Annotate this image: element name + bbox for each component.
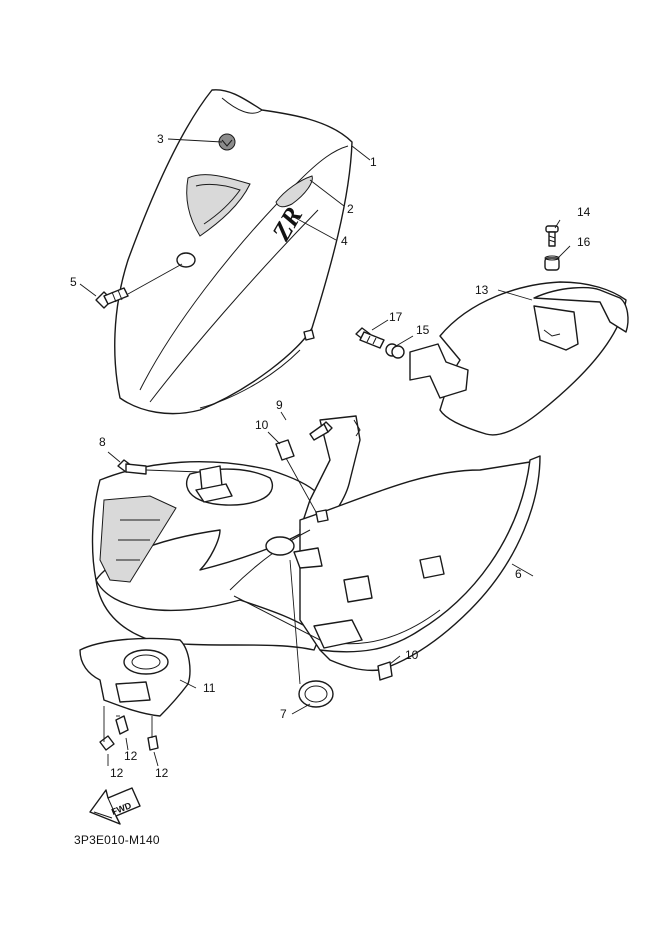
callout-8: 8 <box>99 435 106 449</box>
callout-4: 4 <box>341 234 348 248</box>
collar-part-16 <box>544 255 560 271</box>
grommet-part-7 <box>298 680 334 708</box>
callout-2: 2 <box>347 202 354 216</box>
callout-10-lower: 10 <box>405 648 419 662</box>
leader-lines <box>79 138 571 767</box>
cover-plate-part-11 <box>79 637 191 717</box>
clip-part-10-upper <box>275 439 295 461</box>
callout-labels: 1 2 3 4 5 6 7 8 9 10 10 11 12 12 12 13 1… <box>70 132 591 780</box>
callout-14: 14 <box>577 205 591 219</box>
screw-part-8 <box>117 459 147 475</box>
callout-3: 3 <box>157 132 164 146</box>
clip-part-10-lower <box>377 661 393 681</box>
callout-16: 16 <box>577 235 591 249</box>
mudguard-part-13 <box>409 281 629 436</box>
callout-10-upper: 10 <box>255 418 269 432</box>
callout-15: 15 <box>416 323 430 337</box>
screw-part-5 <box>95 287 129 309</box>
screw-part-9 <box>309 421 333 441</box>
screw-part-12-a <box>99 735 115 751</box>
callout-17: 17 <box>389 310 403 324</box>
callout-12-right: 12 <box>155 766 169 780</box>
leg-shield-part-6 <box>91 415 541 672</box>
callout-6: 6 <box>515 567 522 581</box>
fwd-arrow-icon: FWD <box>89 787 141 825</box>
callout-9: 9 <box>276 398 283 412</box>
callout-1: 1 <box>370 155 377 169</box>
callout-12-left: 12 <box>110 766 124 780</box>
callout-13: 13 <box>475 283 489 297</box>
screw-part-12-c <box>147 735 159 751</box>
badge-part-2 <box>275 175 313 208</box>
diagram-code: 3P3E010-M140 <box>74 833 160 847</box>
grommet-part-15 <box>385 343 405 359</box>
bolt-part-14 <box>545 225 559 247</box>
callout-12-middle: 12 <box>124 749 138 763</box>
callout-11: 11 <box>203 681 216 695</box>
callout-7: 7 <box>280 707 287 721</box>
front-cover-part-1 <box>114 89 353 415</box>
callout-5: 5 <box>70 275 77 289</box>
bolt-part-17 <box>355 327 385 349</box>
screw-part-12-b <box>115 715 129 735</box>
